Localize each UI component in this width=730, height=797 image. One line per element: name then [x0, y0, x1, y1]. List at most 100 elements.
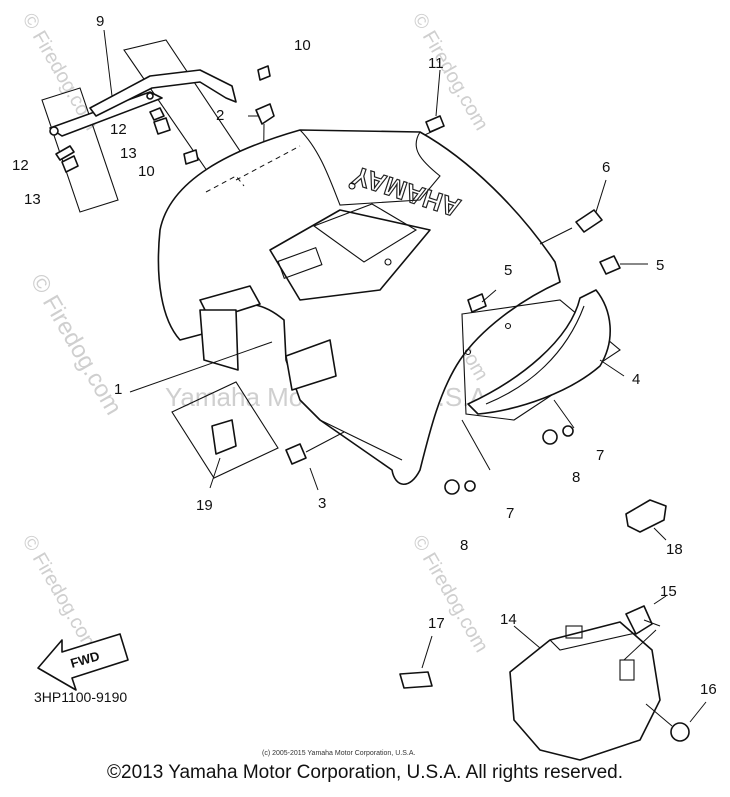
guard-mount-line	[461, 419, 491, 471]
clip-18-body	[625, 499, 667, 533]
guard-rail	[485, 305, 585, 405]
rivet	[146, 92, 154, 100]
part-label-7a: 7	[596, 447, 604, 464]
watermark-firedog: © Firedog.com	[18, 532, 103, 657]
hidden-bracket-line	[235, 145, 301, 181]
washer-12b	[149, 107, 165, 121]
bolt-15	[625, 605, 653, 635]
watermark-firedog: © Firedog.com	[408, 532, 493, 657]
leader-3	[309, 467, 319, 491]
bolt-3-group	[285, 431, 345, 491]
leader-18	[653, 527, 667, 541]
bolt-3-axis	[305, 431, 345, 453]
part-label-18: 18	[666, 541, 683, 558]
part-label-10a: 10	[294, 37, 311, 54]
fender-inner-tray	[312, 203, 418, 263]
fender-seat-recess	[299, 129, 441, 206]
part-label-3: 3	[318, 495, 326, 512]
bracket-19-outline	[171, 381, 279, 479]
pad-17	[399, 671, 433, 689]
nut-16-group	[645, 701, 707, 742]
storage-box-14	[509, 621, 661, 761]
fender-slot	[277, 246, 323, 280]
bolt-15-shaft	[643, 619, 661, 627]
leader-15	[653, 595, 667, 605]
leader-4	[599, 359, 625, 377]
box-body	[509, 621, 661, 761]
watermark-firedog-left: © Firedog.com	[25, 270, 127, 420]
mud-flap-assembly	[41, 29, 251, 213]
fender-hole	[464, 348, 472, 356]
guard-body	[467, 289, 611, 415]
nut-8b	[444, 479, 460, 495]
part-label-13b: 13	[24, 191, 41, 208]
leader-19	[209, 457, 221, 489]
part-label-11: 11	[428, 55, 444, 72]
nut-13b	[153, 117, 171, 135]
part-label-5b: 5	[656, 257, 664, 274]
footer-copyright: ©2013 Yamaha Motor Corporation, U.S.A. A…	[107, 762, 623, 783]
part-label-7b: 7	[506, 505, 514, 522]
part-label-10b: 10	[138, 163, 155, 180]
flap-outline-left	[41, 87, 119, 213]
leader-16	[689, 701, 707, 723]
washer-7a	[562, 425, 574, 437]
pad-17-group	[399, 635, 433, 689]
bolt-11	[425, 115, 445, 133]
bolt-6	[575, 209, 603, 233]
hidden-bracket-line	[205, 175, 245, 193]
part-label-1: 1	[114, 381, 122, 398]
part-label-15: 15	[660, 583, 677, 600]
fender-hole	[384, 258, 392, 266]
bolt-6-axis	[539, 227, 573, 245]
nut-16	[670, 722, 690, 742]
fender-center-panel	[269, 209, 431, 301]
watermark-firedog: © Firedog.com	[408, 10, 493, 135]
part-label-2: 2	[216, 107, 224, 124]
leader-11	[435, 69, 441, 117]
fender-hole	[348, 182, 356, 190]
nut-13a	[61, 155, 79, 173]
part-label-8b: 8	[460, 537, 468, 554]
leader-1	[129, 341, 273, 393]
bolt-15-axis	[623, 629, 657, 661]
guard-mount-line	[553, 399, 575, 429]
leader-9	[103, 29, 113, 97]
part-label-14: 14	[500, 611, 517, 628]
leader-6	[595, 179, 607, 213]
part-label-17: 17	[428, 615, 445, 632]
leader-5a	[481, 289, 497, 303]
part-label-8a: 8	[572, 469, 580, 486]
part-label-6: 6	[602, 159, 610, 176]
clip-18	[625, 499, 667, 541]
bolt-5a	[467, 293, 487, 313]
bolt-3	[285, 443, 307, 465]
fender-center-tab	[285, 339, 337, 391]
washer-12a	[55, 145, 75, 161]
fender-hole	[504, 322, 512, 330]
nut-16-axis	[645, 703, 673, 727]
leader-14	[513, 625, 541, 649]
fwd-arrow-icon	[37, 633, 129, 691]
bolt-5b	[599, 255, 621, 275]
fender-lower-edge	[319, 419, 403, 461]
nut-8a	[542, 429, 558, 445]
fender-mudguard-left	[199, 309, 239, 371]
diagram-code: 3HP1100-9190	[34, 689, 127, 705]
bolt-15-group	[623, 595, 667, 661]
part-label-5a: 5	[504, 262, 512, 279]
nuts-7-8	[444, 399, 575, 495]
part-label-19: 19	[196, 497, 213, 514]
flap-strip-upper	[89, 69, 237, 117]
bolt-10b	[257, 65, 271, 81]
part-label-4: 4	[632, 371, 640, 388]
washer-7b	[464, 480, 476, 492]
box-tab	[619, 659, 635, 681]
bolt-10a	[183, 149, 199, 165]
leader-17	[421, 635, 433, 669]
box-latch	[565, 625, 583, 639]
part-labels: 1 2 3 4 5 5 6 7 7 8 8 9 10 10 11 12 12 1…	[12, 13, 717, 698]
right-fasteners	[467, 179, 648, 313]
box-lid-edge	[549, 631, 641, 651]
